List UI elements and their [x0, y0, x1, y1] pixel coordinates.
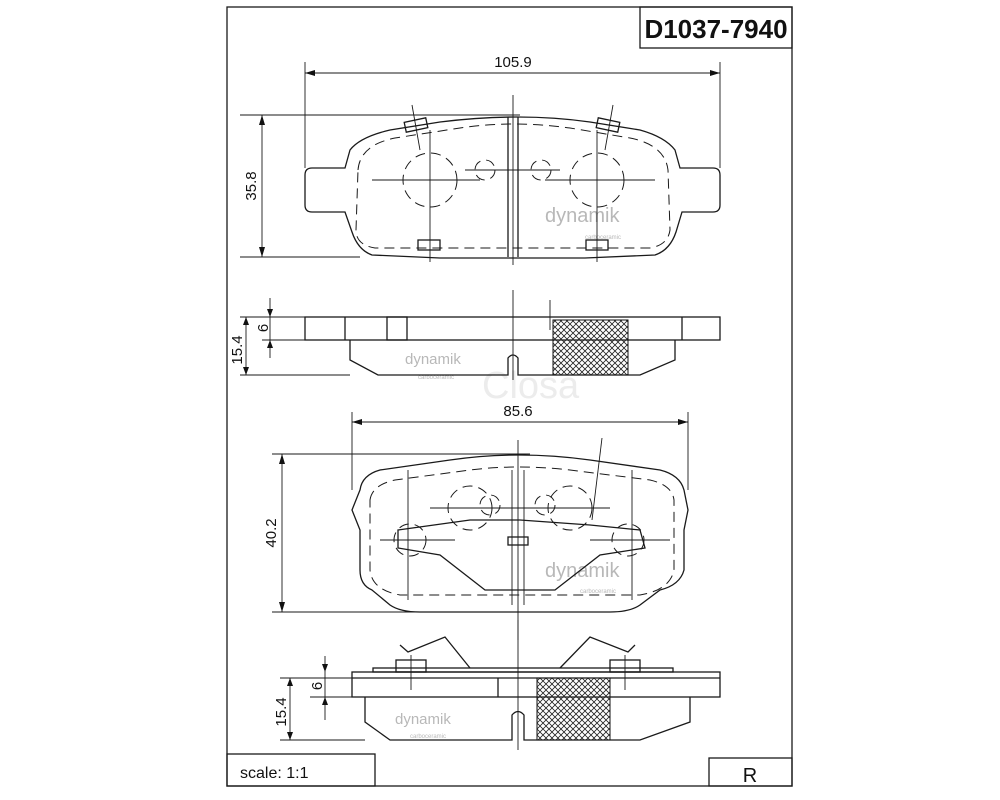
- dim-side2-plate: 6: [309, 682, 326, 690]
- watermark-sub-3: carboceramic: [580, 589, 616, 595]
- side-label: R: [743, 765, 757, 787]
- dim-bottom-height: 40.2: [263, 518, 280, 547]
- watermark-dynamik-4: dynamik: [395, 711, 451, 728]
- pad-front-view: 105.9 35.8: [240, 54, 721, 265]
- pad-rear-view: 85.6 40.2: [263, 403, 689, 640]
- watermark-sub-4: carboceramic: [410, 734, 446, 740]
- dim-side1-plate: 6: [255, 324, 272, 332]
- watermark-dynamik-2: dynamik: [405, 351, 461, 368]
- title-box: [639, 6, 793, 49]
- pad-side-view-2: 15.4 6: [273, 620, 721, 750]
- watermark-sub-1: carboceramic: [585, 235, 621, 241]
- watermark-group: Closa dynamik carboceramic dynamik carbo…: [395, 205, 621, 740]
- watermark-dynamik-1: dynamik: [545, 205, 620, 227]
- dim-bottom-width: 85.6: [503, 403, 532, 420]
- scale-box: [226, 753, 376, 787]
- dim-side2-total: 15.4: [273, 697, 290, 726]
- pad-side-view-1: 15.4 6: [229, 290, 721, 380]
- scale-label: scale: 1:1: [240, 765, 309, 782]
- dim-top-width: 105.9: [494, 54, 532, 71]
- part-number: D1037-7940: [644, 14, 787, 44]
- dim-top-height: 35.8: [243, 171, 260, 200]
- watermark-dynamik-3: dynamik: [545, 560, 620, 582]
- side-box: [708, 757, 793, 787]
- dim-side1-total: 15.4: [229, 335, 246, 364]
- watermark-sub-2: carboceramic: [418, 375, 454, 381]
- drawing-frame: [226, 6, 793, 787]
